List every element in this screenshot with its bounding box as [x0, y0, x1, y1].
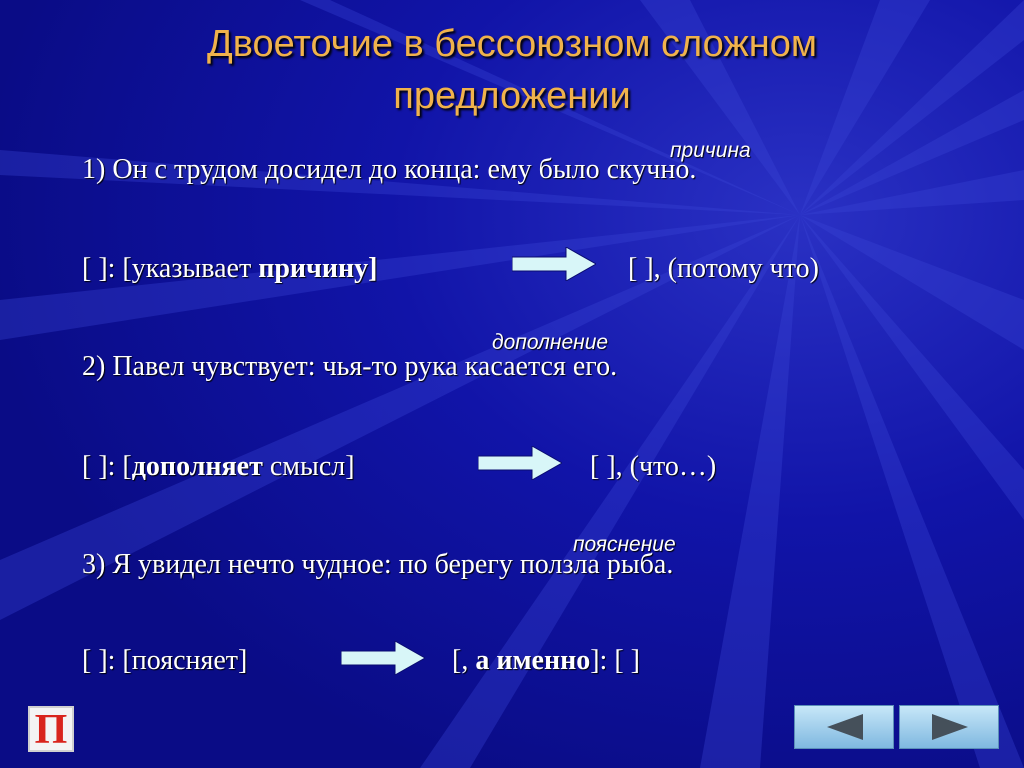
result-3-end: ]: [ ]	[590, 645, 640, 676]
result-3-bold: а именно	[475, 645, 591, 676]
prev-slide-button[interactable]	[794, 705, 894, 749]
arrow-right-icon	[478, 446, 562, 480]
title-line-1: Двоеточие в бессоюзном сложном	[207, 23, 817, 65]
sentence-3: 3) Я увидел нечто чудное: по берегу полз…	[82, 549, 674, 580]
next-slide-button[interactable]	[899, 705, 999, 749]
title-line-2: предложении	[393, 75, 631, 117]
arrow-right-icon	[341, 641, 425, 675]
triangle-right-icon	[932, 714, 968, 740]
result-3: [, а именно]: [ ]	[452, 644, 640, 678]
scheme-2-end: смысл]	[262, 451, 355, 482]
annotation-1: причина	[670, 139, 751, 162]
triangle-left-icon	[827, 714, 863, 740]
scheme-1-bold: причину]	[258, 253, 378, 284]
result-2: [ ], (что…)	[590, 451, 717, 482]
scheme-1: [ ]: [указывает причину]	[82, 252, 377, 286]
scheme-2-text: [ ]: [	[82, 451, 132, 482]
scheme-1-text: [ ]: [указывает	[82, 253, 259, 284]
annotation-3: пояснение	[573, 533, 676, 556]
scheme-2: [ ]: [дополняет смысл]	[82, 450, 355, 484]
scheme-2-bold: дополняет	[131, 451, 263, 482]
scheme-3: [ ]: [поясняет]	[82, 644, 247, 678]
home-button[interactable]: П	[28, 706, 74, 752]
slide-title: Двоеточие в бессоюзном сложном предложен…	[0, 18, 1024, 122]
sentence-1: 1) Он с трудом досидел до конца: ему был…	[82, 154, 697, 185]
arrow-right-icon	[512, 247, 596, 281]
result-3-text: [,	[452, 645, 476, 676]
scheme-3-text: [ ]: [поясняет]	[82, 645, 248, 676]
result-1: [ ], (потому что)	[628, 253, 819, 284]
annotation-2: дополнение	[492, 331, 609, 354]
sentence-2: 2) Павел чувствует: чья-то рука касается…	[82, 351, 618, 382]
